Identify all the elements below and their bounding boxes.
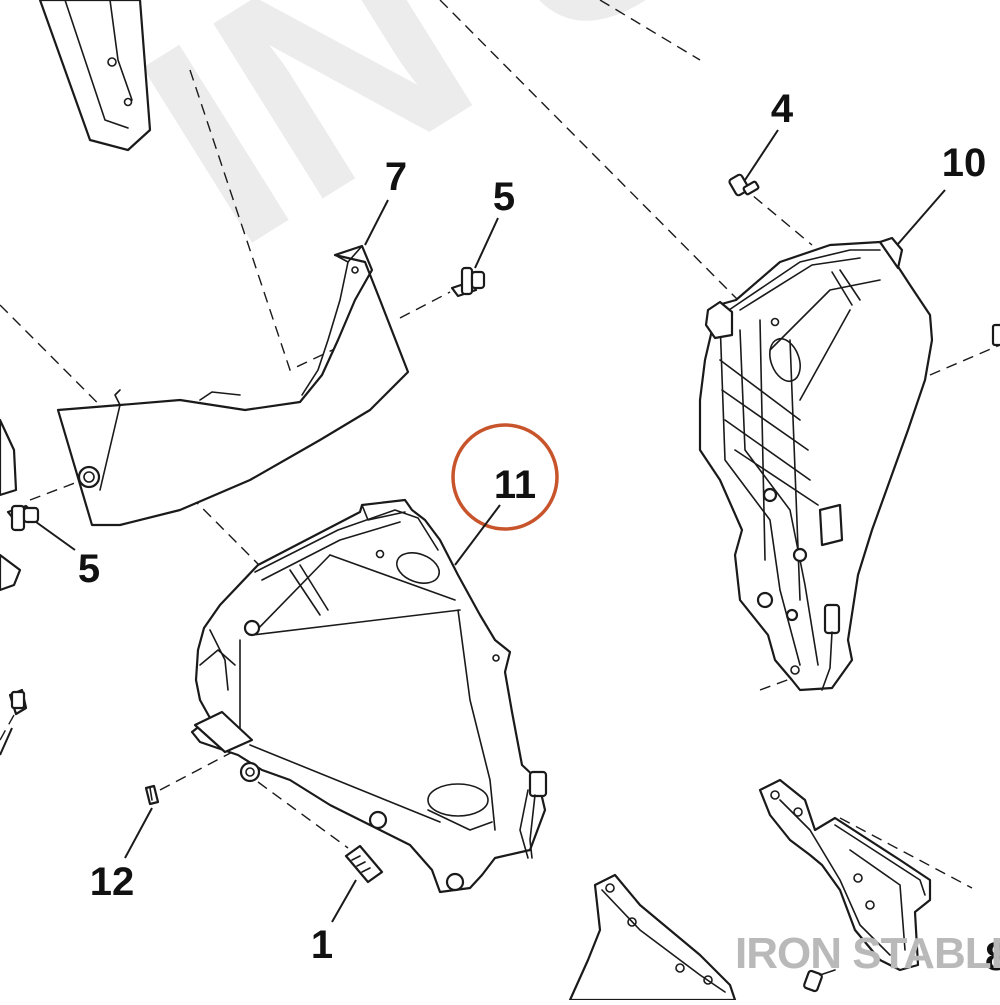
callout-11: 11 xyxy=(494,463,536,507)
part-7-bracket xyxy=(56,244,410,527)
callout-8: 8 xyxy=(985,935,1000,979)
small-bolt-left xyxy=(10,690,26,710)
callout-1: 1 xyxy=(311,923,333,967)
watermark-text: IRON STABLE xyxy=(735,929,1000,978)
callout-5-upper: 5 xyxy=(493,175,515,219)
part-10-housing xyxy=(698,236,934,692)
part-5-rivet-upper xyxy=(450,266,486,298)
bottom-center-bracket xyxy=(568,873,737,1002)
callout-4: 4 xyxy=(771,87,794,131)
alignment-lines xyxy=(0,0,1000,889)
part-4-bolt xyxy=(728,173,760,197)
highlight-circle-11 xyxy=(451,423,559,531)
part-5-rivet-lower xyxy=(6,504,40,532)
part-8-bracket xyxy=(758,778,932,972)
right-edge-fragment xyxy=(991,323,1000,347)
small-bolt-bottom xyxy=(803,969,836,993)
left-edge-fragments xyxy=(0,418,28,716)
part-12-clip xyxy=(144,784,160,806)
callout-7: 7 xyxy=(385,155,407,199)
leader-lines xyxy=(0,129,946,923)
callout-12: 12 xyxy=(90,860,135,904)
callout-5-lower: 5 xyxy=(78,547,100,591)
part-1-bolt xyxy=(344,844,384,884)
callout-10: 10 xyxy=(942,141,987,185)
upper-bracket-part xyxy=(38,0,152,152)
callout-labels: 7 5 4 10 11 5 12 1 8 xyxy=(78,87,1000,979)
part-11-housing xyxy=(190,498,548,894)
